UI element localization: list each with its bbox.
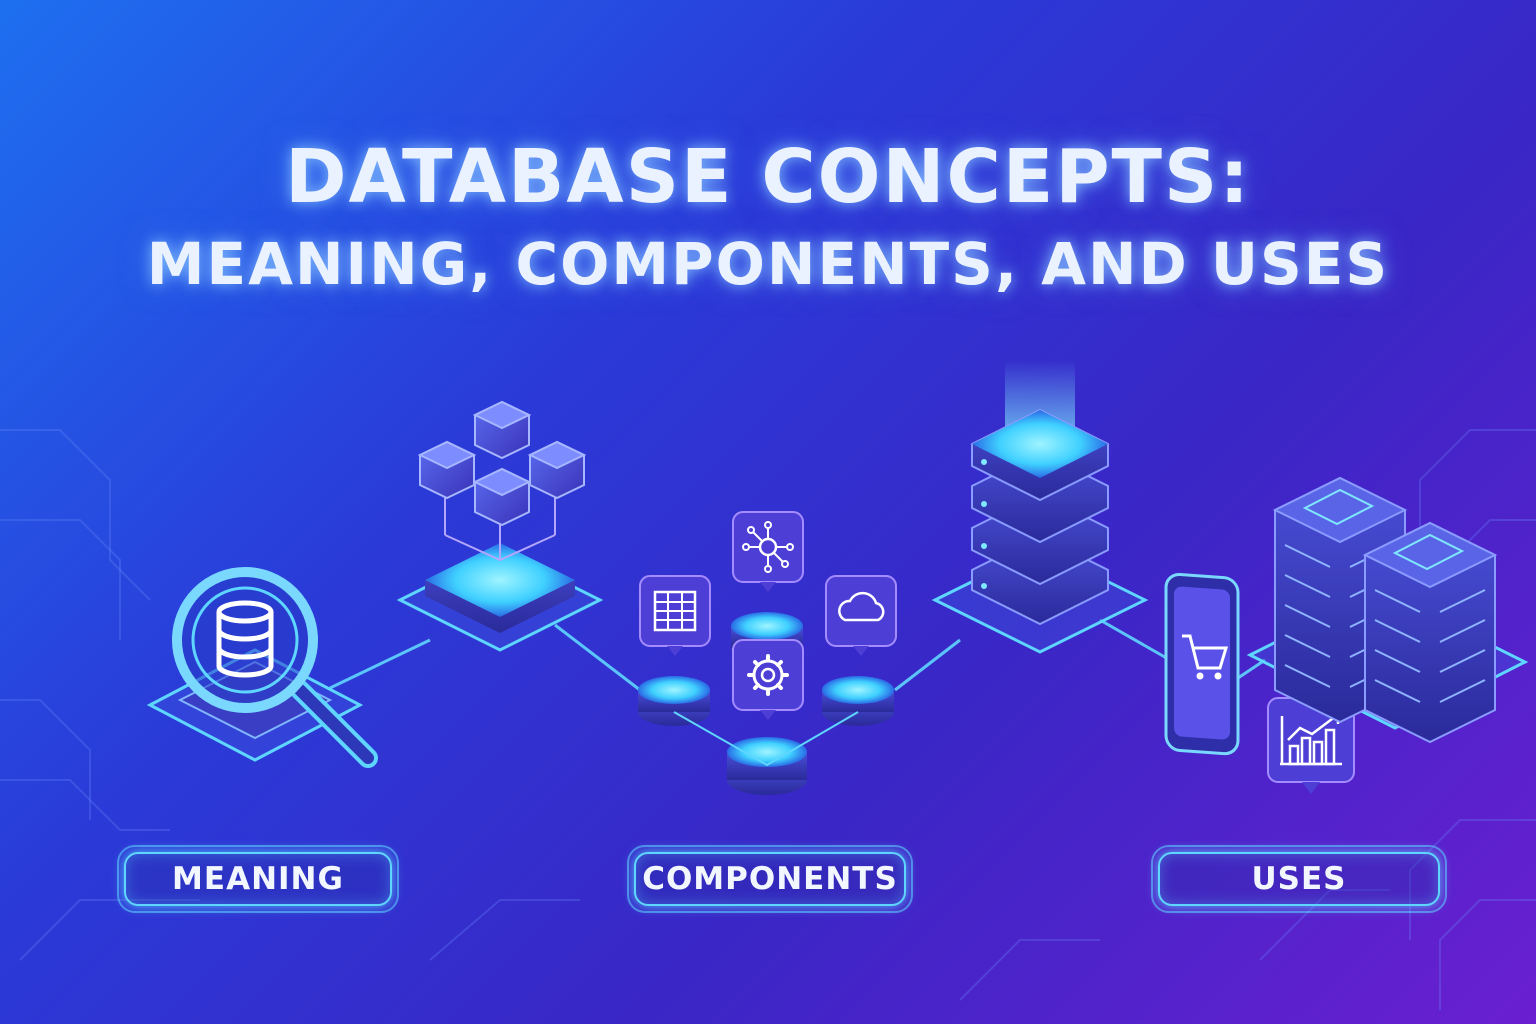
connection-lines: [329, 618, 1266, 692]
meaning-button[interactable]: MEANING: [117, 845, 399, 913]
magnifier-database-icon: [146, 567, 378, 768]
uses-button[interactable]: USES: [1151, 845, 1447, 913]
circuit-background: [0, 429, 1536, 1010]
settings-gear-icon: [732, 639, 804, 720]
server-rack-icon: [1246, 476, 1529, 744]
network-icon: [732, 511, 804, 592]
smartphone-cart-icon: [1164, 572, 1240, 756]
cloud-icon: [825, 575, 897, 656]
cube-cluster-icon: [396, 400, 604, 652]
components-button[interactable]: COMPONENTS: [627, 845, 913, 913]
server-stack-icon: [931, 360, 1149, 654]
page-title: DATABASE CONCEPTS:: [285, 134, 1251, 220]
table-icon: [639, 575, 711, 656]
page-subtitle: MEANING, COMPONENTS, AND USES: [146, 230, 1390, 298]
